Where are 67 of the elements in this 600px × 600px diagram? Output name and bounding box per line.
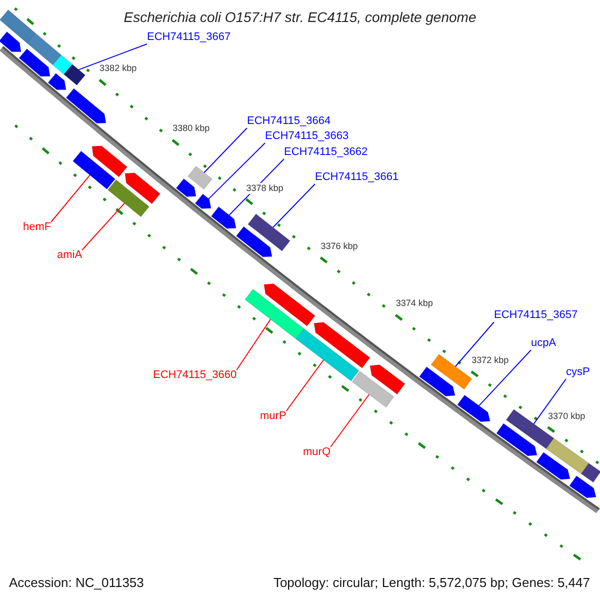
gene-marker — [236, 226, 272, 258]
gene-marker — [418, 366, 456, 396]
gene-marker — [210, 206, 236, 229]
gene-marker — [124, 172, 161, 204]
gene-marker — [264, 283, 316, 326]
gene-block — [52, 54, 73, 75]
gene-label: ECH74115_3663 — [265, 130, 349, 143]
leader-line — [454, 322, 494, 367]
accession-text: Accession: NC_011353 — [9, 575, 144, 590]
scale-label: 3376 kbp — [320, 240, 359, 252]
gene-block — [430, 354, 472, 390]
gene-marker — [48, 72, 66, 90]
leader-line — [533, 378, 566, 424]
leader-line — [330, 394, 370, 448]
gene-label: ECH74115_3660 — [153, 369, 237, 382]
gene-marker — [370, 364, 406, 395]
gene-marker — [0, 31, 22, 52]
gene-label: ECH74115_3662 — [284, 146, 368, 159]
gene-label: murQ — [303, 446, 330, 459]
gene-marker — [194, 194, 212, 209]
leader-line — [50, 174, 90, 222]
gene-label: ECH74115_3667 — [147, 31, 231, 44]
scale-label: 3374 kbp — [394, 298, 434, 310]
scale-label: 3382 kbp — [98, 63, 138, 74]
gene-block — [72, 150, 116, 190]
leader-line — [236, 318, 271, 370]
gene-block — [244, 288, 304, 340]
scale-label: 3378 kbp — [245, 182, 284, 194]
scale-label: 3370 kbp — [547, 410, 586, 422]
gene-block — [248, 214, 290, 252]
gene-label: amiA — [57, 249, 82, 262]
leader-line — [208, 142, 266, 200]
leader-line — [82, 202, 125, 250]
genome-summary: Topology: circular; Length: 5,572,075 bp; Genes: 5,447 — [273, 575, 590, 590]
gene-block — [0, 9, 36, 44]
gene-marker — [66, 88, 106, 124]
gene-marker — [176, 178, 196, 197]
gene-marker — [92, 146, 128, 178]
gene-marker — [496, 423, 538, 456]
gene-marker — [456, 394, 490, 422]
leader-line — [478, 350, 532, 406]
gene-block — [107, 179, 150, 218]
gene-label: ucpA — [531, 337, 556, 350]
map-title: Escherichia coli O157:H7 str. EC4115, complete genome — [124, 9, 476, 25]
gene-label: ECH74115_3661 — [315, 171, 399, 184]
gene-block — [352, 370, 394, 408]
gene-block — [580, 462, 600, 483]
gene-marker — [314, 322, 370, 368]
gene-block — [63, 64, 86, 86]
gene-label: murP — [260, 410, 286, 423]
gene-label: ECH74115_3657 — [494, 309, 578, 322]
gene-block — [26, 32, 62, 66]
gene-marker — [18, 48, 50, 77]
gene-marker — [569, 475, 596, 498]
gene-label: ECH74115_3664 — [247, 115, 331, 128]
leader-line — [78, 44, 148, 70]
gene-block — [546, 438, 590, 474]
gene-marker — [536, 452, 570, 480]
scale-label: 3372 kbp — [470, 354, 510, 366]
gene-label: cysP — [566, 366, 590, 379]
gene-block — [296, 328, 360, 382]
scale-label: 3380 kbp — [172, 123, 211, 134]
leader-line — [272, 184, 316, 228]
leader-line — [286, 360, 324, 412]
gene-block — [187, 166, 213, 190]
gene-label: hemF — [23, 221, 52, 234]
leader-line — [204, 128, 248, 174]
